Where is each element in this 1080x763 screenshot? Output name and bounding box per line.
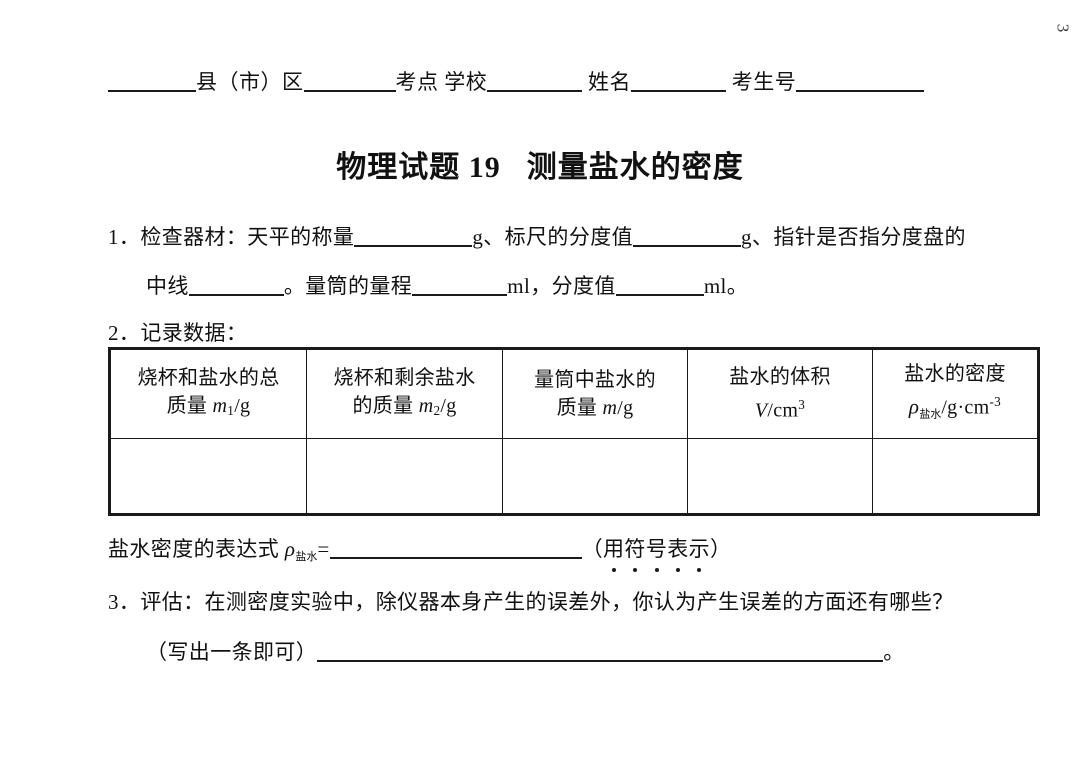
name-label: 姓名	[588, 70, 631, 94]
header-1-line-1: 烧杯和盐水的总	[137, 366, 280, 389]
school-blank[interactable]	[487, 70, 583, 92]
density-expression-line: 盐水密度的表达式 ρ盐水= （用符号表示）	[108, 534, 731, 572]
header-5-cn-subscript: 盐水	[919, 408, 942, 421]
cylinder-range-blank[interactable]	[412, 274, 508, 296]
header-4-post: /cm	[767, 399, 799, 422]
table-header-row: 烧杯和盐水的总 质量 m1/g 烧杯和剩余盐水 的质量 m2/g 量筒中盐水的 …	[109, 348, 1039, 439]
table-header-cell-3: 量筒中盐水的 质量 m/g	[502, 348, 688, 439]
title-sub: 测量盐水的密度	[526, 151, 744, 184]
table-data-row	[109, 438, 1039, 515]
header-5-post: /g·cm	[941, 396, 990, 419]
question-1-text-a: 检查器材：天平的称量	[140, 225, 355, 249]
page-title: 物理试题 19 测量盐水的密度	[0, 142, 1080, 186]
header-5-line-2: ρ盐水/g·cm-3	[879, 388, 1031, 429]
question-2-number: 2．	[108, 321, 141, 345]
header-1-prefix: 质量	[166, 394, 213, 417]
question-2-line: 2．记录数据：	[108, 318, 247, 348]
expression-label: 盐水密度的表达式	[108, 537, 280, 561]
expression-note: 用符号表示	[603, 534, 710, 572]
pointer-center-blank[interactable]	[188, 274, 284, 296]
header-1-post: /g	[234, 394, 251, 417]
data-cell-2[interactable]	[306, 438, 503, 515]
student-id-blank[interactable]	[796, 70, 925, 92]
question-3-hint: （写出一条即可）	[146, 640, 318, 664]
unit-gram-2: g	[741, 225, 752, 249]
header-2-line-1: 烧杯和剩余盐水	[333, 366, 476, 389]
question-1-text-e: 。量筒的量程	[283, 274, 413, 298]
header-4-line-1: 盐水的体积	[729, 366, 831, 389]
table-header-cell-5: 盐水的密度 ρ盐水/g·cm-3	[872, 348, 1039, 439]
data-record-table: 烧杯和盐水的总 质量 m1/g 烧杯和剩余盐水 的质量 m2/g 量筒中盐水的 …	[108, 347, 1040, 516]
question-3-period: 。	[883, 640, 905, 664]
header-1-sub: 1	[227, 402, 235, 418]
county-blank[interactable]	[108, 70, 196, 92]
question-3-line-2: （写出一条即可） 。	[146, 637, 905, 667]
scale-division-blank[interactable]	[633, 225, 742, 247]
table-header-cell-4: 盐水的体积 V/cm3	[687, 348, 873, 439]
question-1-text-c: 、指针是否指分度盘的	[751, 225, 966, 249]
county-label: 县（市）区	[196, 70, 304, 94]
header-4-line-2: V/cm3	[694, 391, 866, 425]
header-2-prefix: 的质量	[352, 394, 419, 417]
density-expression-blank[interactable]	[329, 537, 582, 559]
exam-header-line: 县（市）区 考点 学校 姓名 考生号	[108, 66, 972, 98]
question-1-text-f: ，分度值	[530, 274, 616, 298]
unit-ml-1: ml	[507, 274, 531, 298]
data-cell-4[interactable]	[687, 438, 873, 515]
header-4-exponent: 3	[798, 397, 806, 413]
header-2-post: /g	[440, 394, 457, 417]
student-id-label: 考生号	[731, 70, 797, 94]
title-main: 物理试题 19	[336, 151, 501, 184]
question-1-text-g: 。	[726, 274, 749, 298]
question-1-text-b: 、标尺的分度值	[483, 225, 634, 249]
data-cell-1[interactable]	[109, 438, 307, 515]
header-1-line-2: 质量 m1/g	[117, 392, 300, 425]
header-1-var: m	[212, 394, 228, 417]
expression-note-close: ）	[710, 537, 732, 561]
header-4-var: V	[754, 399, 768, 422]
expression-equals: =	[317, 537, 330, 561]
balance-capacity-blank[interactable]	[354, 225, 473, 247]
header-3-line-2: 质量 m/g	[509, 394, 681, 422]
header-3-line-1: 量筒中盐水的	[534, 369, 656, 391]
cylinder-division-blank[interactable]	[615, 274, 704, 296]
header-2-line-2: 的质量 m2/g	[313, 392, 496, 425]
unit-ml-2: ml	[703, 274, 727, 298]
header-2-sub: 2	[433, 402, 441, 418]
exam-site-label: 考点	[395, 70, 439, 94]
name-blank[interactable]	[631, 70, 726, 92]
expression-rho-subscript: 盐水	[295, 551, 318, 563]
header-3-var: m	[602, 397, 618, 419]
question-3-text: 评估：在测密度实验中，除仪器本身产生的误差外，你认为产生误差的方面还有哪些？	[140, 590, 954, 614]
expression-rho: ρ	[284, 537, 296, 561]
header-3-post: /g	[617, 397, 634, 419]
header-5-exponent: -3	[989, 393, 1002, 409]
header-5-line-1: 盐水的密度	[904, 362, 1006, 385]
question-3-answer-blank[interactable]	[317, 640, 884, 662]
page-number: 3	[1052, 23, 1072, 33]
table-header-cell-2: 烧杯和剩余盐水 的质量 m2/g	[306, 348, 503, 439]
question-1-text-d: 中线	[146, 274, 189, 298]
question-1-number: 1．	[108, 225, 141, 249]
question-3-line-1: 3．评估：在测密度实验中，除仪器本身产生的误差外，你认为产生误差的方面还有哪些？	[108, 587, 954, 617]
data-cell-3[interactable]	[502, 438, 688, 515]
table-header-cell-1: 烧杯和盐水的总 质量 m1/g	[109, 348, 307, 439]
question-2-text: 记录数据：	[140, 321, 248, 345]
header-5-rho: ρ	[908, 394, 920, 419]
exam-site-blank[interactable]	[303, 70, 396, 92]
header-3-prefix: 质量	[556, 397, 603, 419]
unit-gram-1: g	[472, 225, 484, 249]
question-3-number: 3．	[108, 590, 141, 614]
data-cell-5[interactable]	[872, 438, 1039, 515]
header-2-var: m	[418, 394, 434, 417]
expression-note-open: （	[581, 537, 603, 561]
school-label: 学校	[444, 70, 488, 94]
